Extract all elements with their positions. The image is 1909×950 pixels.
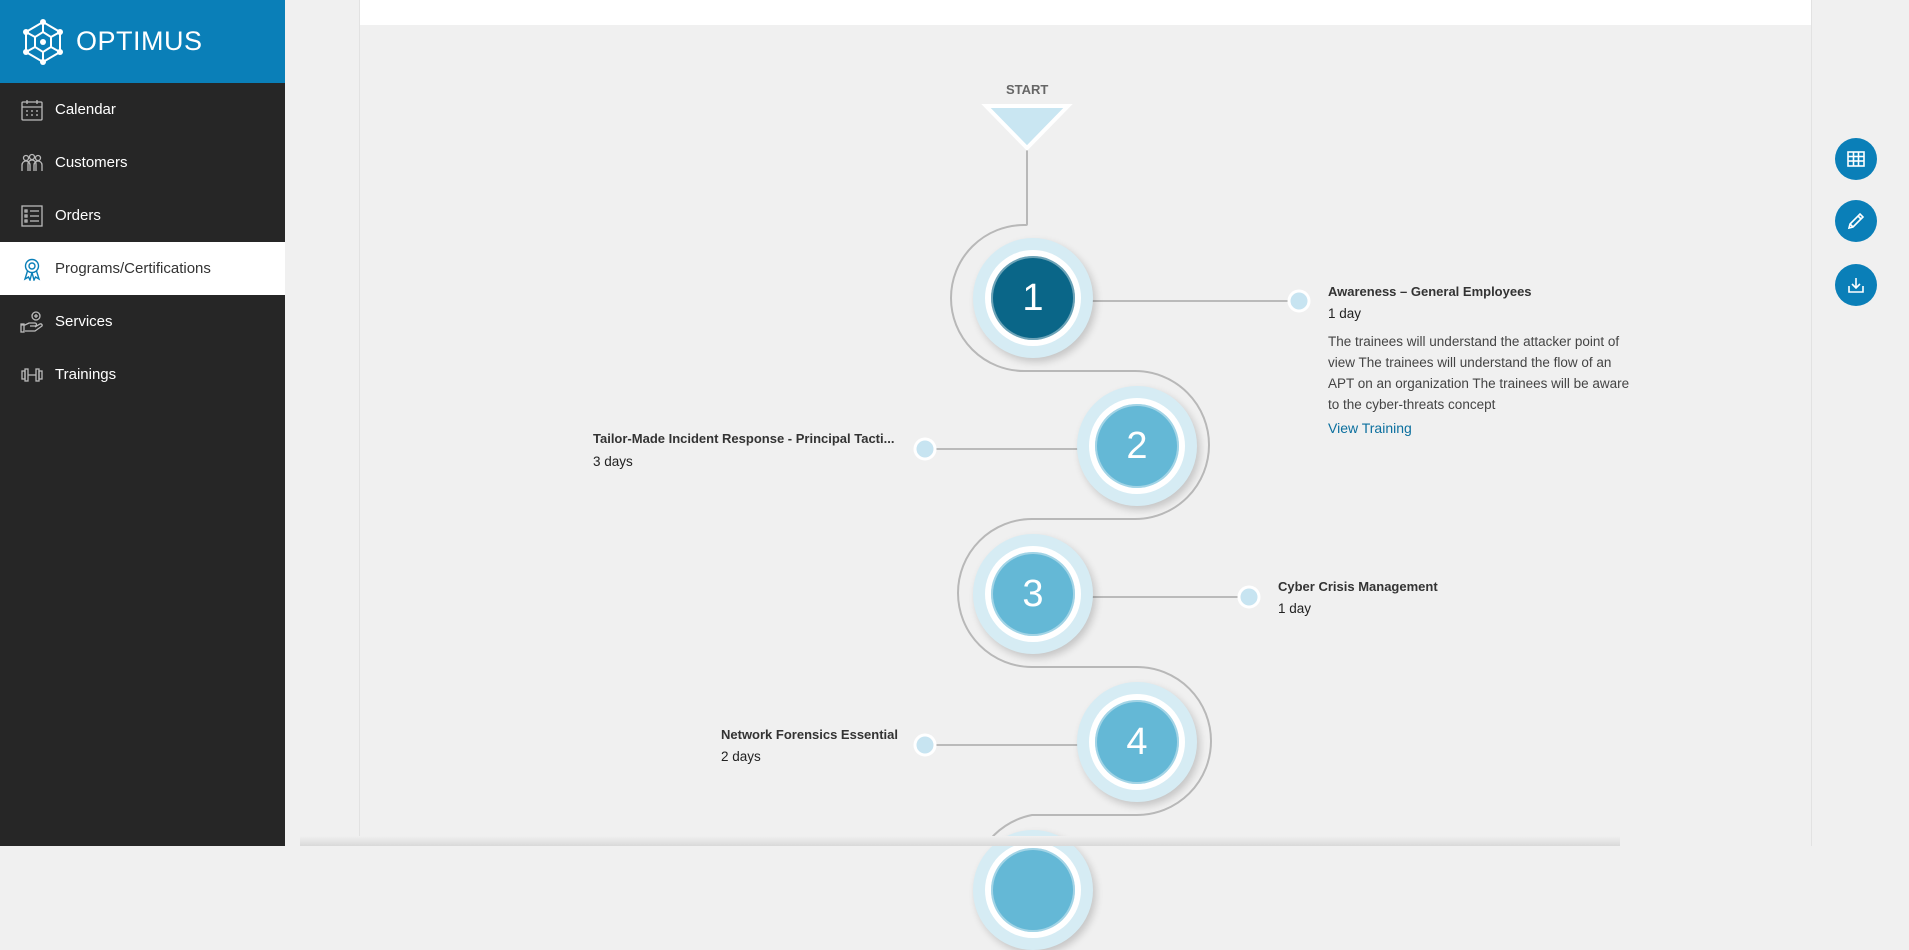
orders-icon [20,204,44,228]
sidebar-item-services[interactable]: Services [0,295,285,348]
table-view-button[interactable] [1835,138,1877,180]
step-number: 3 [991,552,1075,636]
dumbbell-icon [20,363,44,387]
step-number: 2 [1095,404,1179,488]
step-number: 4 [1095,700,1179,784]
optimus-logo-icon [23,18,63,65]
download-button[interactable] [1835,264,1877,306]
download-icon [1848,278,1864,293]
step-2-title: Tailor-Made Incident Response - Principa… [593,431,895,446]
table-icon [1847,151,1865,167]
step-5-node[interactable] [973,830,1093,950]
sidebar-item-trainings[interactable]: Trainings [0,348,285,401]
sidebar-item-label: Calendar [55,101,116,118]
step-3-duration: 1 day [1278,601,1312,616]
sidebar-item-label: Trainings [55,366,117,383]
step-3-node[interactable]: 3 [973,534,1093,654]
content-gutter [285,0,360,846]
program-path [913,104,1311,846]
step-4-node[interactable]: 4 [1077,682,1197,802]
sidebar-item-programs[interactable]: Programs/Certifications [0,242,285,295]
step-2-duration: 3 days [593,454,633,469]
bottom-shadow [300,836,1620,846]
step-4-duration: 2 days [721,749,761,764]
sidebar-item-label: Services [55,313,113,330]
step-2-node[interactable]: 2 [1077,386,1197,506]
customers-icon [20,151,44,175]
brand-header[interactable]: OPTIMUS [0,0,285,83]
step-4-title: Network Forensics Essential [721,727,899,742]
start-marker-icon [981,104,1073,151]
content-top-bar [360,0,1812,25]
step-1-node[interactable]: 1 [973,238,1093,358]
sidebar-item-customers[interactable]: Customers [0,136,285,189]
step-1-duration: 1 day [1328,306,1362,321]
sidebar-item-label: Orders [55,207,101,224]
step-3-title: Cyber Crisis Management [1278,579,1438,594]
sidebar-item-label: Programs/Certifications [55,260,211,277]
view-training-link[interactable]: View Training [1328,420,1412,436]
edit-button[interactable] [1835,200,1877,242]
start-label: START [1006,82,1049,97]
sidebar-item-orders[interactable]: Orders [0,189,285,242]
edit-icon [1847,212,1865,230]
brand-name: OPTIMUS [76,26,203,56]
content-frame-left [359,0,360,846]
sidebar-item-label: Customers [55,154,128,171]
step-1-title: Awareness – General Employees [1328,284,1532,299]
sidebar-item-calendar[interactable]: Calendar [0,83,285,136]
services-icon [20,310,44,334]
step-number: 1 [991,256,1075,340]
certificate-icon [20,257,44,281]
sidebar: OPTIMUS Calendar Customers [0,0,285,846]
calendar-icon [20,98,44,122]
step-1-description: The trainees will understand the attacke… [1328,334,1630,412]
content-frame-right [1811,0,1812,846]
